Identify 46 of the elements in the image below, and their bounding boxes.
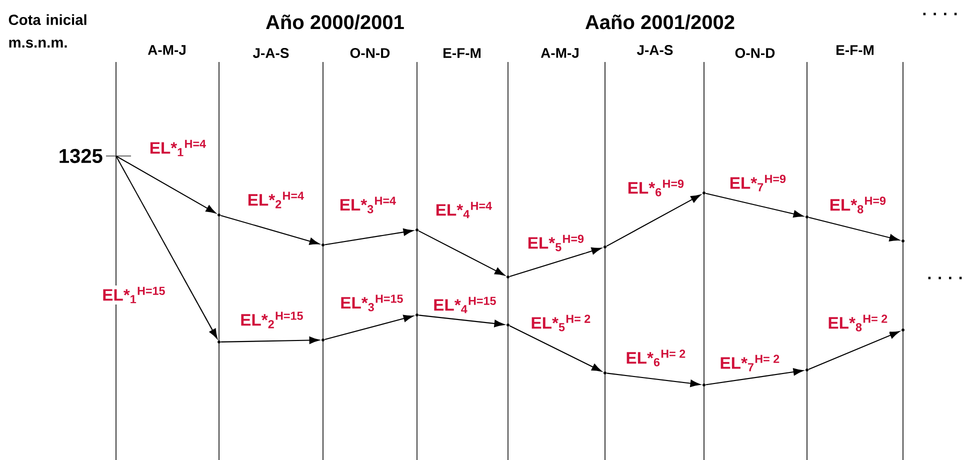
elevation-value: 1325: [60, 148, 102, 164]
edge-label: EL*$_{8}$H=9: [828, 195, 888, 215]
season-label: O-N-D: [735, 48, 775, 58]
edge-label: EL*$_{8}$H= 2: [826, 313, 890, 333]
arrow: [324, 314, 414, 340]
edge-label: EL*$_{5}$H=9: [526, 233, 586, 253]
arrow: [606, 194, 701, 247]
arrow: [220, 214, 320, 245]
arrow: [116, 156, 218, 339]
edge-label: EL*$_{2}$H=15: [238, 310, 306, 330]
year-heading: Aaño 2001/2002: [585, 14, 734, 30]
edge-label: EL*$_{2}$H=4: [246, 190, 306, 210]
season-label: E-F-M: [836, 45, 874, 55]
arrow: [606, 372, 700, 388]
edge-label: EL*$_{3}$H=15: [338, 293, 406, 313]
arrow: [418, 230, 505, 276]
arrow: [220, 336, 320, 344]
edge-label: EL*$_{4}$H=15: [432, 295, 498, 314]
season-label: E-F-M: [444, 48, 481, 58]
arrow: [706, 192, 804, 218]
arrow: [510, 247, 602, 277]
arrow: [509, 325, 602, 372]
season-label: J-A-S: [636, 45, 673, 55]
arrow: [808, 216, 900, 242]
edge-label: EL*$_{1}$H=15: [100, 285, 168, 304]
edge-label: EL*$_{7}$H= 2: [718, 353, 782, 373]
edge-label: EL*$_{6}$H=9: [626, 178, 686, 198]
arrow: [706, 368, 804, 386]
edge-label: EL*$_{6}$H= 2: [624, 348, 688, 368]
axis-title: Cota inicial m.s.n.m.: [8, 14, 86, 48]
ellipsis: . . . .: [923, 12, 957, 16]
ellipsis: . . . .: [928, 276, 962, 280]
season-label: O-N-D: [350, 48, 390, 58]
edge-label: EL*$_{4}$H=4: [434, 200, 494, 220]
edge-label: EL*$_{3}$H=4: [338, 195, 398, 215]
arrow: [418, 314, 504, 328]
arrow: [808, 331, 900, 370]
edge-label: EL*$_{5}$H= 2: [529, 313, 593, 333]
edge-label: EL*$_{1}$H=4: [148, 138, 208, 158]
arrow: [116, 156, 216, 214]
season-label: J-A-S: [252, 48, 289, 58]
season-label: A-M-J: [540, 48, 578, 58]
edge-label: EL*$_{7}$H=9: [728, 173, 788, 193]
arrow: [324, 228, 414, 246]
year-heading: Año 2000/2001: [266, 14, 404, 30]
season-label: A-M-J: [148, 45, 186, 55]
